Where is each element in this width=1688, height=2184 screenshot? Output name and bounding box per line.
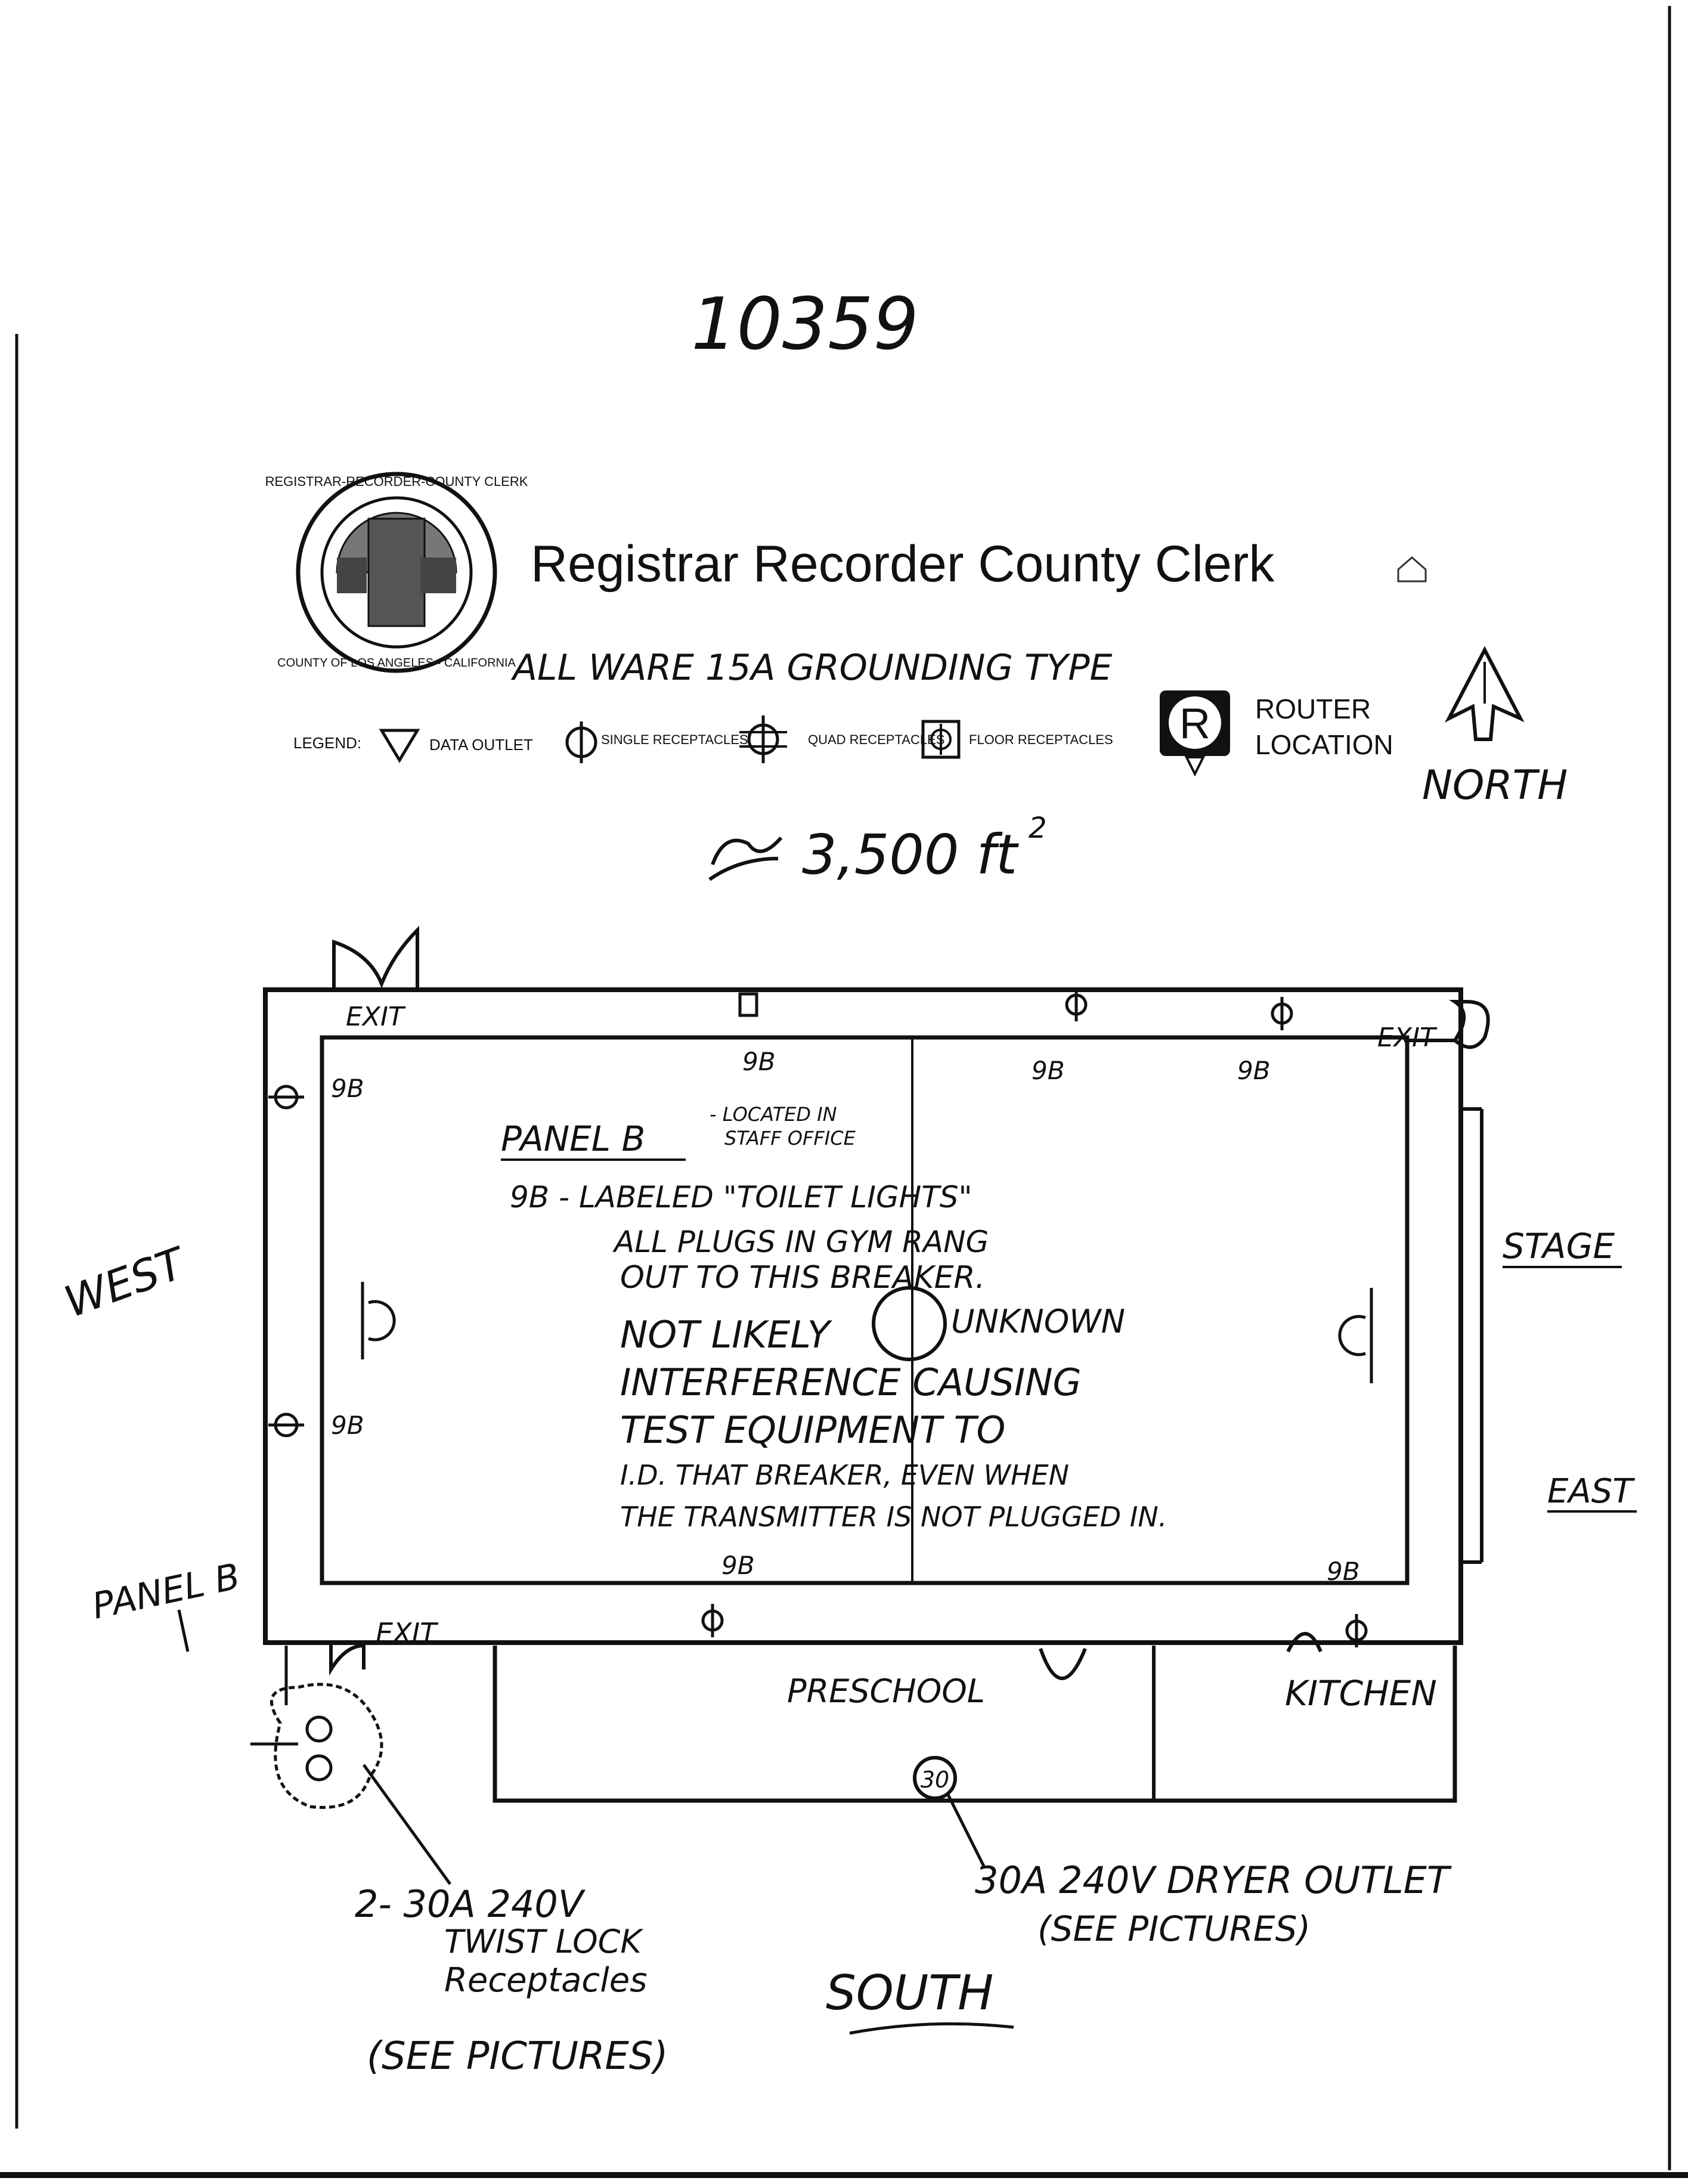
note-line-7: TEST EQUIPMENT TO — [620, 1408, 1005, 1452]
exit-door-east — [1407, 1000, 1490, 1049]
legend-label: LEGEND: — [293, 734, 361, 752]
router-icon: R — [1160, 690, 1230, 777]
circuit-label-west-1: 9B — [331, 1074, 364, 1103]
dryer-outlet-badge: 30 — [921, 1767, 949, 1793]
seal-bottom-text: COUNTY OF LOS ANGELES - CALIFORNIA — [277, 656, 516, 670]
receptacle-top-3 — [1272, 997, 1291, 1030]
exit-label-south: EXIT — [376, 1617, 439, 1649]
circuit-label-bottom-2: 9B — [1327, 1557, 1360, 1586]
receptacle-west-2 — [268, 1414, 304, 1436]
lower-rooms-outline — [493, 1632, 1457, 1803]
stage-outline — [1461, 1107, 1483, 1564]
legend-data-outlet: DATA OUTLET — [429, 736, 533, 754]
circuit-label-top-1: 9B — [742, 1047, 776, 1076]
receptacle-west-1 — [268, 1086, 304, 1108]
panel-b-outside-label: PANEL B — [89, 1556, 244, 1628]
area-exponent: 2 — [1029, 811, 1047, 845]
twist-lock-receptacles — [250, 1646, 452, 1885]
dryer-outlet-icon: 30 — [913, 1756, 986, 1867]
exit-label-north: EXIT — [346, 1002, 406, 1032]
circuit-label-top-3: 9B — [1237, 1056, 1271, 1085]
twist-lock-line3: Receptacles — [444, 1961, 647, 2000]
west-label: WEST — [58, 1237, 193, 1327]
exit-door-north — [332, 925, 419, 990]
county-seal: REGISTRAR-RECORDER-COUNTY CLERK COUNTY O… — [265, 472, 528, 673]
receptacle-east-mid — [1338, 1288, 1373, 1383]
dryer-callout-line1: 30A 240V DRYER OUTLET — [975, 1858, 1452, 1902]
note-line-4: NOT LIKELY — [620, 1313, 832, 1356]
east-label: EAST — [1547, 1472, 1635, 1511]
exit-label-east: EXIT — [1377, 1023, 1438, 1053]
note-line-6: INTERFERENCE CAUSING — [620, 1361, 1082, 1404]
home-icon — [1397, 556, 1427, 583]
triangle-down-icon — [379, 729, 420, 763]
circuit-label-bottom-1: 9B — [721, 1551, 755, 1580]
floor-receptacle-icon — [921, 720, 961, 759]
circuit-label-west-2: 9B — [331, 1411, 364, 1440]
exit-door-south — [329, 1643, 366, 1676]
north-arrow-icon — [1445, 646, 1525, 741]
note-line-1: 9B - LABELED "TOILET LIGHTS" — [510, 1180, 972, 1215]
note-line-8: I.D. THAT BREAKER, EVEN WHEN — [620, 1459, 1069, 1491]
approx-symbol — [708, 837, 783, 881]
panel-b-location-2: STAFF OFFICE — [724, 1127, 856, 1150]
area-value: 3,500 ft — [802, 823, 1019, 887]
receptacle-bottom-1 — [703, 1604, 722, 1637]
kitchen-label: KITCHEN — [1285, 1673, 1437, 1714]
receptacle-top-1 — [738, 992, 758, 1017]
center-court-circle — [872, 1286, 947, 1361]
legend-floor-receptacles: FLOOR RECEPTACLES — [969, 732, 1113, 747]
note-line-2: ALL PLUGS IN GYM RANG — [612, 1225, 989, 1259]
single-receptacle-icon — [565, 721, 597, 763]
seal-top-text: REGISTRAR-RECORDER-COUNTY CLERK — [265, 474, 528, 489]
panel-b-location-1: - LOCATED IN — [710, 1103, 837, 1126]
preschool-label: PRESCHOOL — [787, 1672, 985, 1710]
dryer-callout-line2: (SEE PICTURES) — [1037, 1909, 1311, 1949]
twist-lock-line1: 2- 30A 240V — [355, 1882, 586, 1926]
panel-b-title: PANEL B — [501, 1119, 645, 1159]
org-title: Registrar Recorder County Clerk — [531, 535, 1275, 593]
note-line-5: UNKNOWN — [951, 1303, 1125, 1340]
north-label: NORTH — [1422, 762, 1568, 809]
note-line-9: THE TRANSMITTER IS NOT PLUGGED IN. — [620, 1501, 1167, 1533]
south-label: SOUTH — [826, 1965, 993, 2021]
router-symbol: R — [1179, 700, 1210, 748]
router-label-line1: ROUTER — [1255, 693, 1371, 724]
router-label-line2: LOCATION — [1255, 729, 1393, 760]
circuit-label-top-2: 9B — [1032, 1056, 1065, 1085]
gym-outline — [263, 987, 1463, 1645]
stage-label: STAGE — [1503, 1226, 1615, 1266]
legend-single-receptacles: SINGLE RECEPTACLES — [601, 732, 748, 747]
receptacle-west-mid — [361, 1282, 396, 1359]
quad-receptacle-icon — [739, 715, 787, 763]
grounding-note: ALL WARE 15A GROUNDING TYPE — [510, 647, 1113, 689]
twist-lock-line4: (SEE PICTURES) — [367, 2034, 668, 2078]
receptacle-top-2 — [1067, 988, 1086, 1021]
twist-lock-line2: TWIST LOCK — [444, 1923, 643, 1960]
document-number: 10359 — [691, 283, 919, 366]
note-line-3: OUT TO THIS BREAKER. — [620, 1260, 985, 1296]
